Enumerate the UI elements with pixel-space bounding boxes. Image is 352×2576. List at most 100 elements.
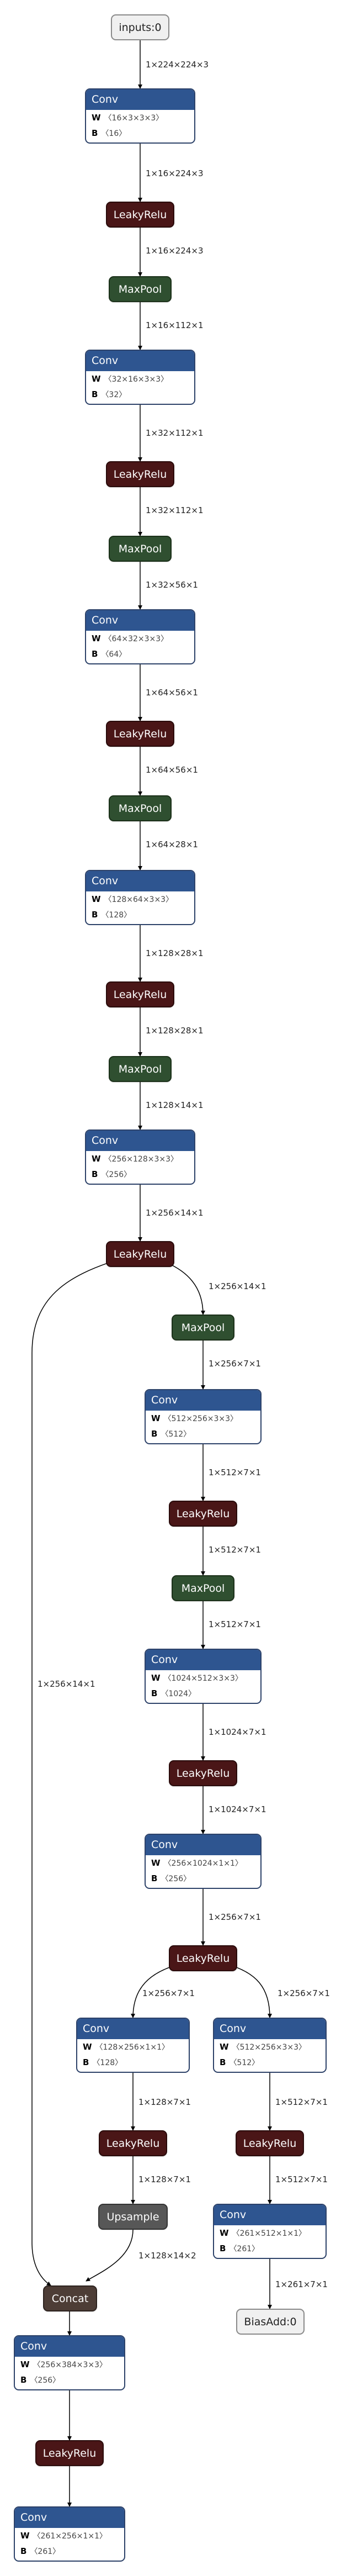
edge-label: 1×256×14×1 bbox=[209, 1281, 266, 1291]
conv-title: Conv bbox=[86, 89, 194, 110]
conv-node[interactable]: Conv W〈1024×512×3×3〉 B〈1024〉 bbox=[145, 1649, 262, 1704]
edge-label: 1×32×56×1 bbox=[146, 580, 198, 590]
weight-shape: 〈256×384×3×3〉 bbox=[33, 2361, 107, 2369]
conv-node[interactable]: Conv W〈256×384×3×3〉 B〈256〉 bbox=[14, 2335, 125, 2390]
biasadd-output-node[interactable]: BiasAdd:0 bbox=[236, 2309, 305, 2335]
conv-node[interactable]: Conv W〈261×512×1×1〉 B〈261〉 bbox=[213, 2204, 327, 2259]
maxpool-node[interactable]: MaxPool bbox=[109, 795, 172, 821]
conv-title: Conv bbox=[146, 1835, 260, 1855]
conv-node[interactable]: Conv W〈128×64×3×3〉 B〈128〉 bbox=[85, 870, 195, 925]
conv-node[interactable]: Conv W〈256×1024×1×1〉 B〈256〉 bbox=[145, 1834, 262, 1889]
conv-title: Conv bbox=[214, 2019, 326, 2039]
weight-label: W bbox=[83, 2042, 92, 2052]
leakyrelu-node[interactable]: LeakyRelu bbox=[169, 1945, 237, 1971]
conv-weight-row: W〈64×32×3×3〉 bbox=[86, 631, 194, 646]
upsample-node[interactable]: Upsample bbox=[98, 2204, 168, 2230]
weight-shape: 〈256×128×3×3〉 bbox=[104, 1155, 178, 1164]
edge-label: 1×128×7×1 bbox=[138, 2174, 191, 2184]
maxpool-node[interactable]: MaxPool bbox=[109, 276, 172, 302]
concat-node[interactable]: Concat bbox=[43, 2285, 97, 2311]
edge-label: 1×128×7×1 bbox=[138, 2097, 191, 2107]
conv-weight-row: W〈512×256×3×3〉 bbox=[214, 2039, 326, 2055]
conv-title: Conv bbox=[86, 871, 194, 891]
leakyrelu-node[interactable]: LeakyRelu bbox=[106, 202, 174, 228]
conv-weight-row: W〈256×384×3×3〉 bbox=[15, 2357, 124, 2372]
bias-shape: 〈261〉 bbox=[229, 2245, 260, 2253]
conv-node[interactable]: Conv W〈64×32×3×3〉 B〈64〉 bbox=[85, 609, 195, 664]
edge-label: 1×224×224×3 bbox=[146, 60, 209, 70]
edge-label: 1×261×7×1 bbox=[275, 2279, 328, 2289]
weight-shape: 〈512×256×3×3〉 bbox=[163, 1414, 238, 1423]
edge-label: 1×512×7×1 bbox=[209, 1468, 261, 1477]
weight-shape: 〈64×32×3×3〉 bbox=[104, 635, 169, 643]
conv-node[interactable]: Conv W〈256×128×3×3〉 B〈256〉 bbox=[85, 1129, 195, 1185]
bias-label: B bbox=[151, 1873, 158, 1883]
bias-label: B bbox=[20, 2375, 27, 2385]
edge-label: 1×1024×7×1 bbox=[209, 1804, 266, 1814]
edge-label: 1×256×7×1 bbox=[209, 1912, 261, 1922]
maxpool-node[interactable]: MaxPool bbox=[109, 536, 172, 562]
conv-weight-row: W〈256×1024×1×1〉 bbox=[146, 1855, 260, 1871]
conv-node[interactable]: Conv W〈261×256×1×1〉 B〈261〉 bbox=[14, 2506, 125, 2562]
leakyrelu-node[interactable]: LeakyRelu bbox=[106, 721, 174, 747]
conv-bias-row: B〈261〉 bbox=[214, 2241, 326, 2256]
leakyrelu-node[interactable]: LeakyRelu bbox=[35, 2440, 104, 2466]
leakyrelu-node[interactable]: LeakyRelu bbox=[106, 1241, 174, 1267]
edge-label: 1×128×14×1 bbox=[146, 1100, 204, 1110]
bias-label: B bbox=[92, 1169, 98, 1179]
edge-label: 1×64×56×1 bbox=[146, 688, 198, 698]
conv-weight-row: W〈1024×512×3×3〉 bbox=[146, 1670, 260, 1686]
input-node[interactable]: inputs:0 bbox=[111, 14, 169, 40]
edge-label: 1×16×224×3 bbox=[146, 168, 204, 178]
leakyrelu-node[interactable]: LeakyRelu bbox=[169, 1760, 237, 1786]
edge-label: 1×128×28×1 bbox=[146, 1026, 204, 1036]
maxpool-node[interactable]: MaxPool bbox=[172, 1315, 234, 1340]
leakyrelu-node[interactable]: LeakyRelu bbox=[106, 461, 174, 487]
conv-node[interactable]: Conv W〈512×256×3×3〉 B〈512〉 bbox=[213, 2018, 327, 2073]
conv-bias-row: B〈128〉 bbox=[86, 907, 194, 922]
conv-weight-row: W〈16×3×3×3〉 bbox=[86, 110, 194, 125]
edge-label: 1×1024×7×1 bbox=[209, 1727, 266, 1737]
weight-shape: 〈512×256×3×3〉 bbox=[232, 2043, 306, 2052]
maxpool-node[interactable]: MaxPool bbox=[172, 1575, 234, 1601]
edge-label: 1×256×7×1 bbox=[209, 1359, 261, 1369]
conv-bias-row: B〈256〉 bbox=[146, 1871, 260, 1886]
bias-label: B bbox=[220, 2244, 226, 2253]
weight-label: W bbox=[151, 1413, 161, 1423]
weight-shape: 〈32×16×3×3〉 bbox=[104, 375, 169, 384]
edge-label: 1×16×224×3 bbox=[146, 246, 204, 256]
weight-label: W bbox=[220, 2228, 229, 2238]
conv-bias-row: B〈64〉 bbox=[86, 646, 194, 662]
conv-bias-row: B〈128〉 bbox=[77, 2055, 189, 2070]
weight-shape: 〈16×3×3×3〉 bbox=[104, 114, 164, 123]
leakyrelu-node[interactable]: LeakyRelu bbox=[106, 981, 174, 1007]
leakyrelu-node[interactable]: LeakyRelu bbox=[99, 2130, 167, 2156]
weight-shape: 〈256×1024×1×1〉 bbox=[163, 1859, 243, 1868]
conv-node[interactable]: Conv W〈512×256×3×3〉 B〈512〉 bbox=[145, 1389, 262, 1444]
conv-title: Conv bbox=[86, 1131, 194, 1151]
conv-node[interactable]: Conv W〈32×16×3×3〉 B〈32〉 bbox=[85, 350, 195, 405]
leakyrelu-node[interactable]: LeakyRelu bbox=[236, 2130, 304, 2156]
conv-node[interactable]: Conv W〈128×256×1×1〉 B〈128〉 bbox=[76, 2018, 190, 2073]
edge-label: 1×512×7×1 bbox=[209, 1619, 261, 1629]
leakyrelu-node[interactable]: LeakyRelu bbox=[169, 1501, 237, 1527]
maxpool-node[interactable]: MaxPool bbox=[109, 1056, 172, 1082]
weight-label: W bbox=[92, 894, 101, 904]
edge-label: 1×256×7×1 bbox=[142, 1988, 195, 1998]
bias-shape: 〈512〉 bbox=[229, 2058, 260, 2067]
bias-label: B bbox=[92, 389, 98, 399]
conv-bias-row: B〈256〉 bbox=[15, 2372, 124, 2388]
bias-label: B bbox=[92, 910, 98, 920]
bias-label: B bbox=[92, 649, 98, 659]
edge-upsample-concat bbox=[86, 2229, 134, 2282]
conv-weight-row: W〈128×64×3×3〉 bbox=[86, 891, 194, 907]
conv-node[interactable]: Conv W〈16×3×3×3〉 B〈16〉 bbox=[85, 88, 195, 144]
weight-label: W bbox=[220, 2042, 229, 2052]
conv-title: Conv bbox=[77, 2019, 189, 2039]
weight-shape: 〈128×256×1×1〉 bbox=[95, 2043, 169, 2052]
bias-label: B bbox=[220, 2057, 226, 2067]
weight-label: W bbox=[151, 1858, 161, 1868]
bias-shape: 〈64〉 bbox=[101, 650, 127, 659]
edge-label: 1×16×112×1 bbox=[146, 320, 204, 330]
